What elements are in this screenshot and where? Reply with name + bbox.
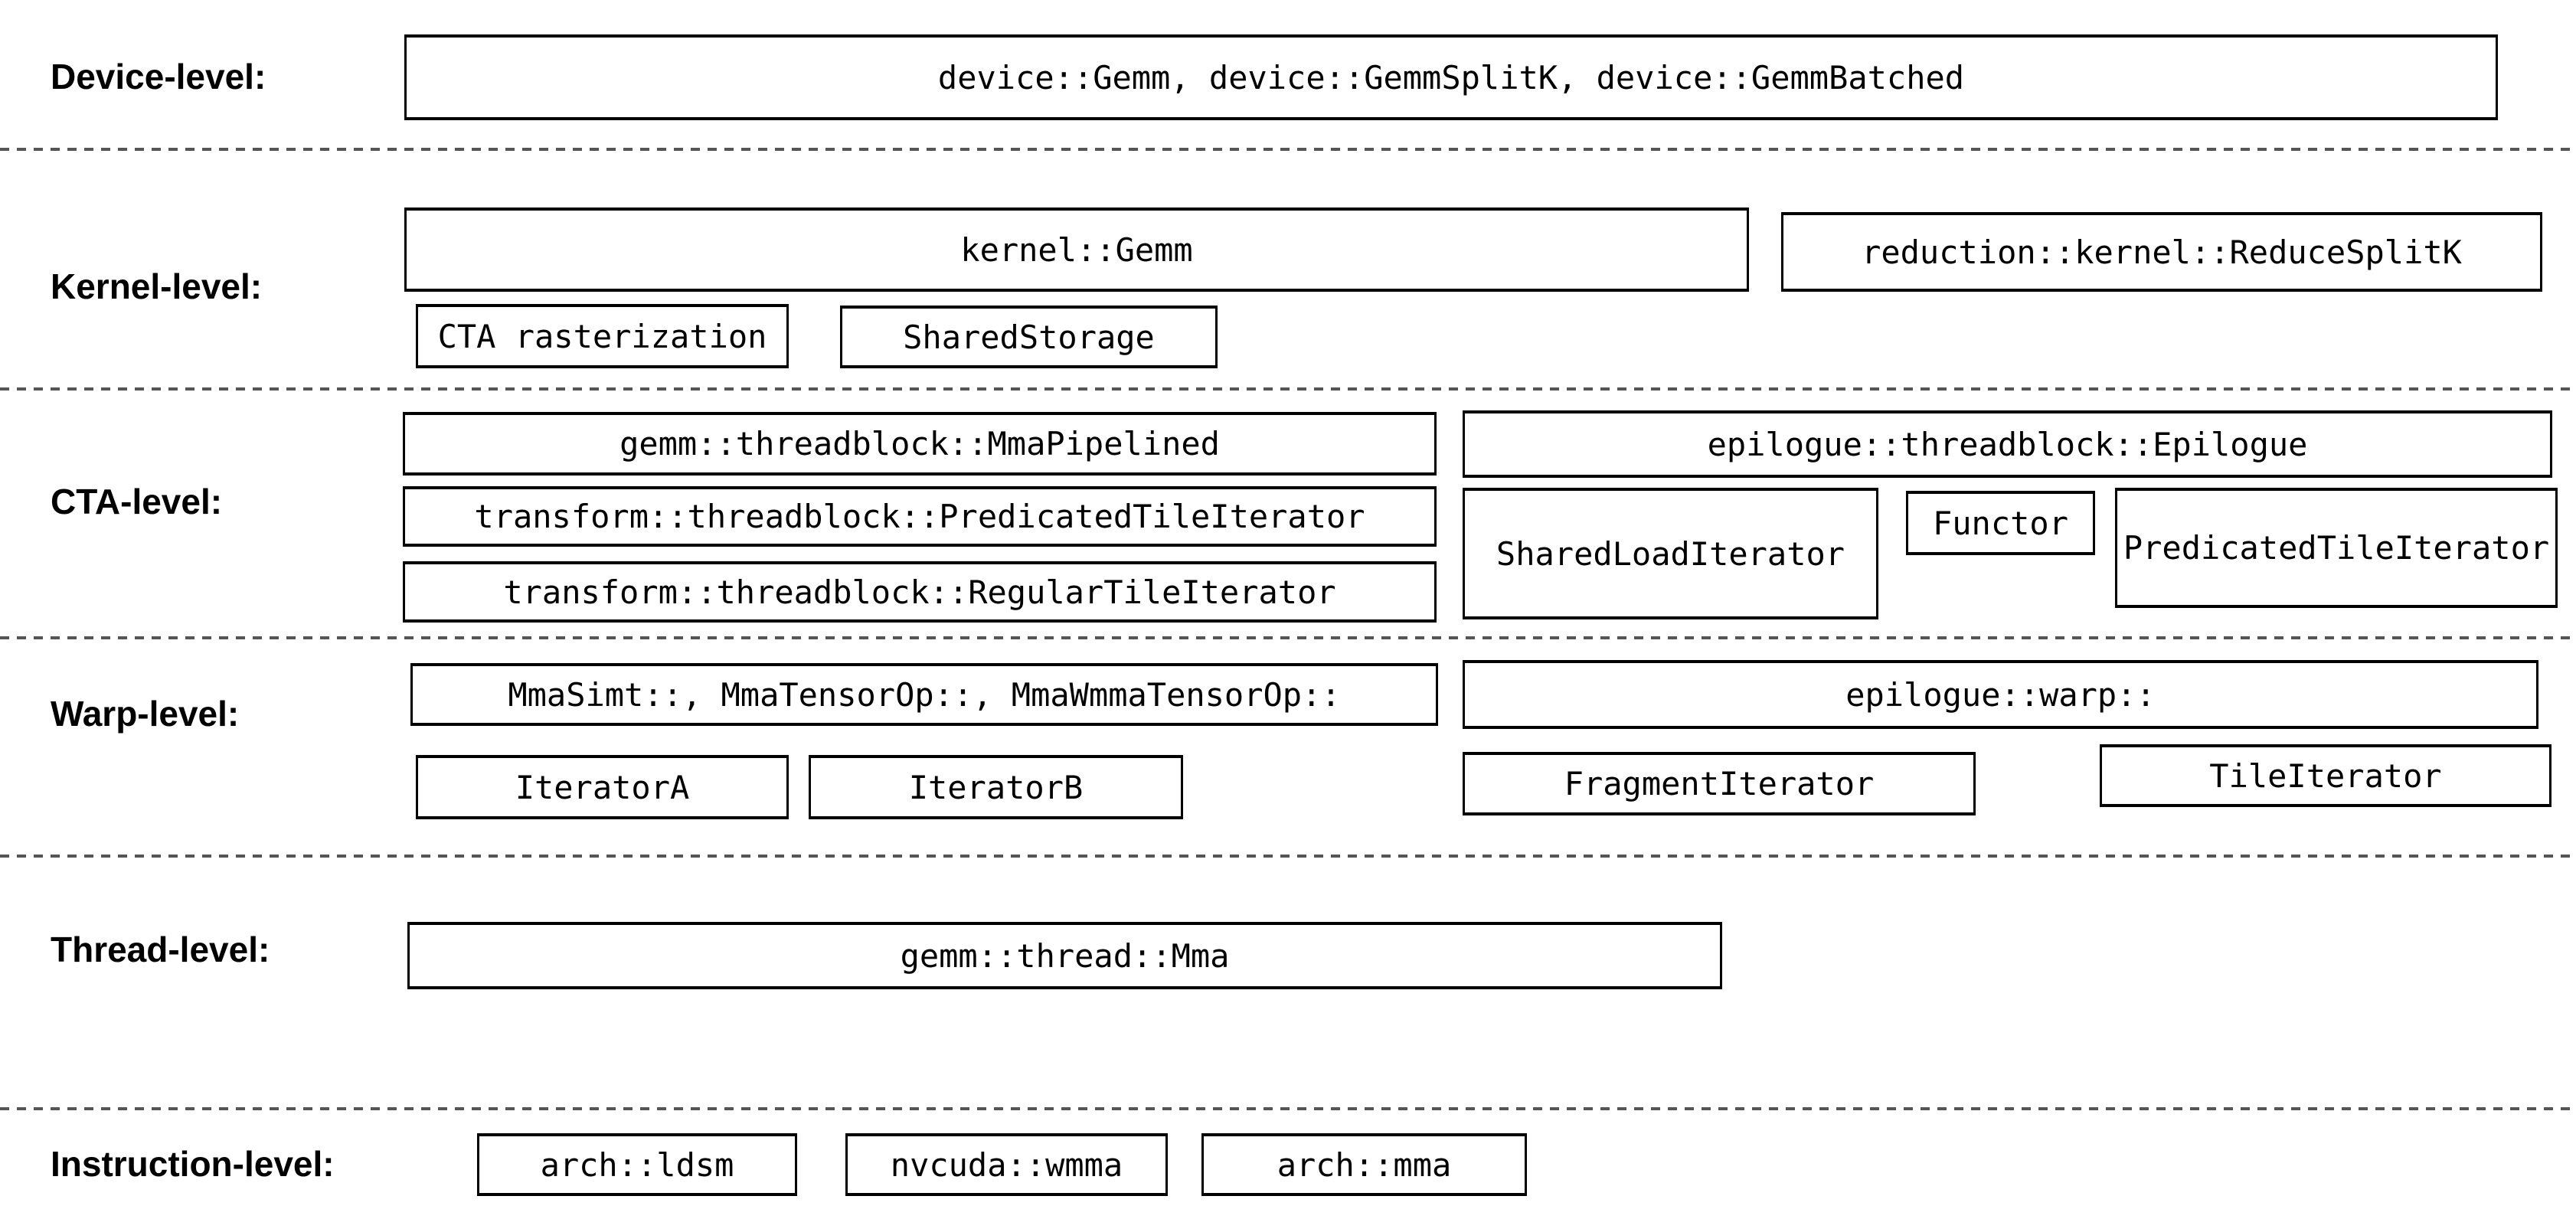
box-shared-storage: SharedStorage: [840, 306, 1218, 368]
box-shared-load-iterator: SharedLoadIterator: [1463, 488, 1878, 619]
separator-warp-thread: [0, 855, 2576, 858]
separator-device-kernel: [0, 148, 2576, 151]
box-iterator-a: IteratorA: [416, 755, 789, 819]
box-cta-rasterization: CTA rasterization: [416, 304, 789, 368]
level-label-kernel: Kernel-level:: [51, 266, 263, 306]
level-label-cta: CTA-level:: [51, 482, 223, 521]
box-epilogue-threadblock-epilogue: epilogue::threadblock::Epilogue: [1463, 410, 2552, 478]
box-fragment-iterator: FragmentIterator: [1463, 752, 1976, 815]
separator-thread-instruction: [0, 1107, 2576, 1110]
box-reduction-kernel-reduce-split-k: reduction::kernel::ReduceSplitK: [1781, 212, 2542, 292]
box-transform-threadblock-predicated-tile-iterator: transform::threadblock::PredicatedTileIt…: [403, 486, 1437, 547]
level-label-instruction: Instruction-level:: [51, 1144, 335, 1184]
box-warp-mma-variants: MmaSimt::, MmaTensorOp::, MmaWmmaTensorO…: [410, 663, 1438, 726]
box-epilogue-warp: epilogue::warp::: [1463, 660, 2538, 729]
box-iterator-b: IteratorB: [809, 755, 1183, 819]
separator-cta-warp: [0, 636, 2576, 639]
box-arch-ldsm: arch::ldsm: [477, 1133, 797, 1196]
box-transform-threadblock-regular-tile-iterator: transform::threadblock::RegularTileItera…: [403, 561, 1437, 623]
level-label-thread: Thread-level:: [51, 930, 270, 969]
separator-kernel-cta: [0, 387, 2576, 391]
box-nvcuda-wmma: nvcuda::wmma: [845, 1133, 1168, 1196]
box-arch-mma: arch::mma: [1201, 1133, 1527, 1196]
box-gemm-threadblock-mma-pipelined: gemm::threadblock::MmaPipelined: [403, 412, 1437, 476]
box-device-gemm: device::Gemm, device::GemmSplitK, device…: [404, 34, 2498, 120]
box-tile-iterator: TileIterator: [2100, 744, 2551, 807]
level-label-device: Device-level:: [51, 57, 266, 96]
box-functor: Functor: [1906, 491, 2095, 555]
level-label-warp: Warp-level:: [51, 694, 240, 734]
box-kernel-gemm: kernel::Gemm: [404, 208, 1749, 292]
box-epilogue-predicated-tile-iterator: PredicatedTileIterator: [2115, 488, 2558, 608]
box-gemm-thread-mma: gemm::thread::Mma: [407, 922, 1722, 989]
